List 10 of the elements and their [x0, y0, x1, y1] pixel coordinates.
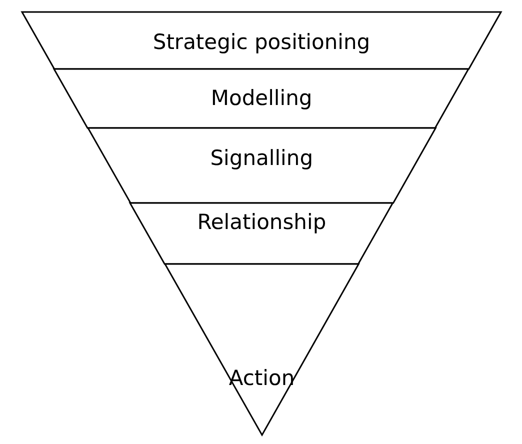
- tier-label: Strategic positioning: [152, 30, 370, 54]
- pyramid-tier: [130, 203, 394, 264]
- tier-label: Signalling: [210, 146, 314, 170]
- tier-label: Relationship: [197, 210, 326, 234]
- pyramid-tier: [88, 128, 436, 203]
- tier-label: Modelling: [210, 86, 312, 110]
- pyramid-tier: [22, 12, 501, 69]
- pyramid-tier: [164, 264, 359, 435]
- pyramid-tier: [54, 69, 469, 128]
- tier-label: Action: [228, 366, 295, 390]
